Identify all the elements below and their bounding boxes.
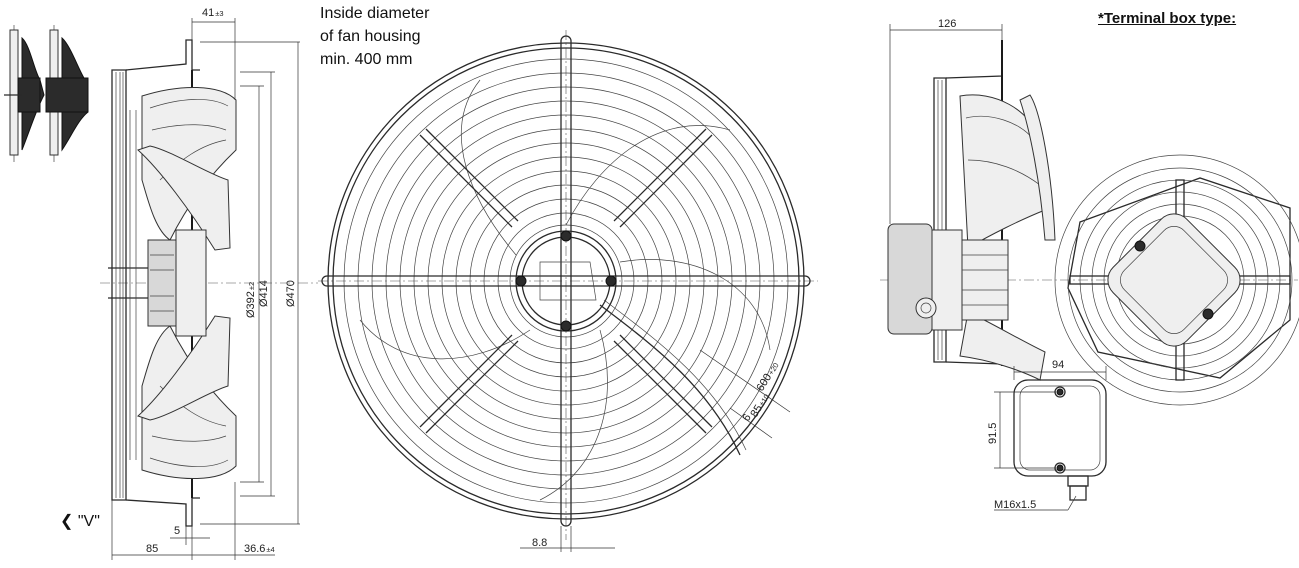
- chevron-left-icon: ❮: [60, 513, 74, 530]
- front-view: [318, 30, 818, 552]
- dim-41: 41±3: [202, 7, 224, 19]
- view-label: ❮ "V": [60, 511, 100, 531]
- terminal-box-front-detail: [1054, 154, 1299, 406]
- dim-392: Ø392±2: [245, 282, 257, 318]
- dim-85: 85: [146, 543, 158, 555]
- dim-126: 126: [938, 18, 956, 30]
- terminal-box-title: *Terminal box type:: [1098, 10, 1237, 27]
- housing-note-line-1: Inside diameter: [320, 5, 430, 22]
- dim-6: 6: [740, 412, 753, 424]
- side-view: [100, 18, 318, 560]
- dim-91-5: 91.5: [987, 423, 999, 444]
- terminal-box-detail: [994, 366, 1107, 511]
- housing-note-line-3: min. 400 mm: [320, 51, 413, 68]
- housing-note-line-2: of fan housing: [320, 28, 421, 45]
- housing-note: Inside diameter of fan housing min. 400 …: [320, 2, 429, 71]
- small-fan-icon-right: [45, 25, 89, 162]
- small-fan-icon-left: [4, 25, 45, 162]
- right-side-view: [880, 24, 1298, 381]
- dim-470: Ø470: [285, 280, 297, 307]
- dim-414: Ø414: [258, 280, 270, 307]
- dim-600: 600+20: [754, 360, 781, 394]
- view-label-text: "V": [77, 513, 100, 530]
- dim-8-8: 8.8: [532, 537, 547, 549]
- dim-5: 5: [174, 525, 180, 537]
- dim-thread: M16x1.5: [994, 499, 1036, 511]
- dim-94: 94: [1052, 359, 1064, 371]
- dim-36-6: 36.6±4: [244, 543, 275, 555]
